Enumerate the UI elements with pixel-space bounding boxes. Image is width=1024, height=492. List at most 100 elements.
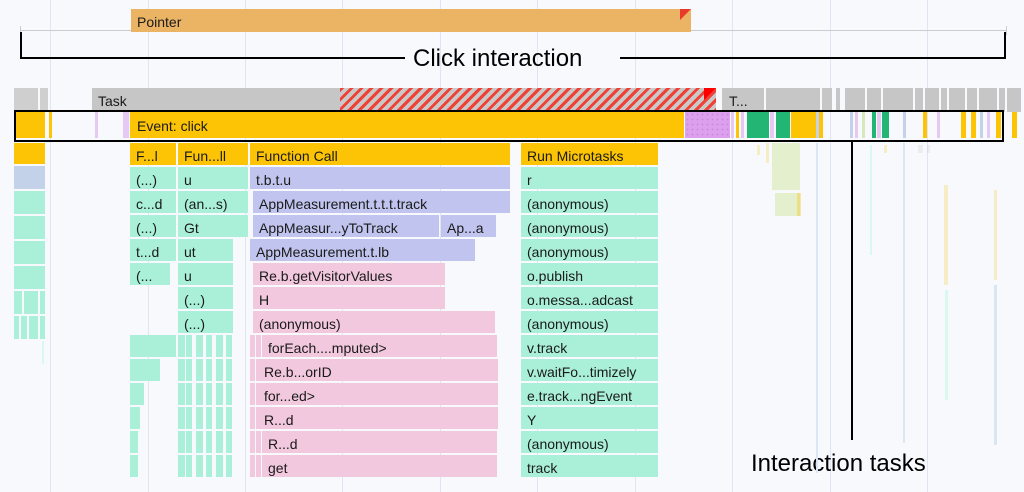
- flame-cell[interactable]: [226, 335, 232, 357]
- flame-cell[interactable]: [196, 407, 203, 429]
- event-block[interactable]: [923, 112, 927, 138]
- flame-cell[interactable]: [178, 359, 185, 381]
- task-block[interactable]: [40, 88, 48, 112]
- faded-activity[interactable]: [884, 145, 887, 153]
- flame-cell[interactable]: [521, 383, 658, 405]
- flame-cell[interactable]: [253, 311, 495, 333]
- flame-cell[interactable]: [250, 383, 255, 405]
- flame-cell[interactable]: [178, 167, 248, 189]
- task-block[interactable]: [14, 88, 38, 112]
- flame-cell[interactable]: [206, 359, 212, 381]
- task-block[interactable]: [925, 88, 939, 112]
- task-long-task-hatched[interactable]: [340, 88, 716, 112]
- event-block[interactable]: [987, 112, 990, 138]
- flame-cell[interactable]: [130, 191, 176, 213]
- flame-cell[interactable]: [226, 407, 232, 429]
- flame-cell[interactable]: [196, 359, 203, 381]
- event-block[interactable]: [14, 112, 45, 138]
- flame-cell[interactable]: [178, 383, 185, 405]
- flame-cell[interactable]: [206, 383, 212, 405]
- flame-cell[interactable]: [256, 455, 261, 477]
- left-stack-cell[interactable]: [14, 316, 45, 339]
- flame-cell[interactable]: [250, 239, 475, 261]
- flame-cell[interactable]: [441, 215, 496, 237]
- flame-cell[interactable]: [130, 143, 176, 165]
- flame-cell[interactable]: [256, 431, 261, 453]
- flame-cell[interactable]: [130, 215, 176, 237]
- flame-cell[interactable]: [521, 239, 658, 261]
- event-block[interactable]: [731, 112, 734, 138]
- flame-cell[interactable]: [250, 143, 510, 165]
- flame-cell[interactable]: [196, 455, 203, 477]
- flame-cell[interactable]: [196, 335, 203, 357]
- flame-cell[interactable]: [178, 455, 185, 477]
- task-block[interactable]: [883, 88, 913, 112]
- event-block[interactable]: [855, 112, 858, 138]
- flame-cell[interactable]: [178, 143, 248, 165]
- left-stack-cell[interactable]: [14, 241, 45, 264]
- flame-cell[interactable]: [521, 407, 658, 429]
- task-block[interactable]: [867, 88, 881, 112]
- event-block[interactable]: [741, 112, 744, 138]
- flame-cell[interactable]: [178, 407, 185, 429]
- event-block[interactable]: [971, 112, 976, 138]
- task-block[interactable]: [967, 88, 977, 112]
- event-block[interactable]: [980, 112, 983, 138]
- event-block[interactable]: [123, 112, 129, 138]
- event-block[interactable]: [49, 112, 52, 138]
- event-block[interactable]: [850, 112, 853, 138]
- flame-cell[interactable]: [186, 359, 192, 381]
- faded-activity[interactable]: [775, 193, 800, 216]
- flame-cell[interactable]: [250, 455, 255, 477]
- task-block-main[interactable]: [92, 88, 340, 112]
- task-block[interactable]: [836, 88, 840, 112]
- flame-cell[interactable]: [130, 263, 170, 285]
- flame-cell[interactable]: [196, 431, 203, 453]
- left-stack-cell[interactable]: [14, 143, 45, 164]
- faded-activity[interactable]: [766, 143, 769, 163]
- flame-cell[interactable]: [178, 215, 248, 237]
- flame-cell[interactable]: [130, 167, 176, 189]
- flame-cell[interactable]: [216, 359, 223, 381]
- event-block[interactable]: [816, 112, 819, 138]
- flame-cell[interactable]: [258, 359, 498, 381]
- event-block[interactable]: [903, 112, 906, 138]
- task-block[interactable]: [949, 88, 965, 112]
- flame-cell[interactable]: [258, 383, 498, 405]
- flame-cell[interactable]: [521, 431, 658, 453]
- flame-cell[interactable]: [186, 335, 192, 357]
- event-block[interactable]: [736, 112, 739, 138]
- flame-cell[interactable]: [130, 407, 140, 429]
- faded-activity[interactable]: [772, 143, 800, 190]
- flame-cell[interactable]: [253, 263, 445, 285]
- flame-cell[interactable]: [130, 431, 138, 453]
- flame-cell[interactable]: [130, 239, 176, 261]
- task-block[interactable]: [845, 88, 865, 112]
- left-stack-cell[interactable]: [14, 216, 45, 239]
- flame-cell[interactable]: [206, 455, 212, 477]
- event-click-bar[interactable]: [130, 112, 684, 138]
- event-block[interactable]: [937, 112, 940, 138]
- faded-activity[interactable]: [944, 185, 948, 285]
- flame-cell[interactable]: [216, 455, 223, 477]
- flame-cell[interactable]: [216, 407, 223, 429]
- flame-cell[interactable]: [206, 335, 212, 357]
- event-block[interactable]: [862, 112, 865, 138]
- left-stack-cell[interactable]: [42, 341, 44, 364]
- task-block[interactable]: [979, 88, 997, 112]
- left-stack-cell[interactable]: [14, 191, 45, 214]
- flame-cell[interactable]: [216, 431, 223, 453]
- flame-cell[interactable]: [206, 407, 212, 429]
- flame-cell[interactable]: [178, 191, 248, 213]
- flame-cell[interactable]: [250, 359, 255, 381]
- flame-cell[interactable]: [186, 455, 192, 477]
- event-block[interactable]: [872, 112, 876, 138]
- task-block[interactable]: [1007, 88, 1021, 112]
- flame-cell[interactable]: [256, 335, 261, 357]
- faded-activity[interactable]: [945, 290, 948, 400]
- flame-cell[interactable]: [130, 359, 160, 381]
- event-block[interactable]: [996, 112, 1001, 138]
- flame-cell[interactable]: [521, 215, 658, 237]
- flame-cell[interactable]: [521, 167, 658, 189]
- task-block[interactable]: [766, 88, 820, 112]
